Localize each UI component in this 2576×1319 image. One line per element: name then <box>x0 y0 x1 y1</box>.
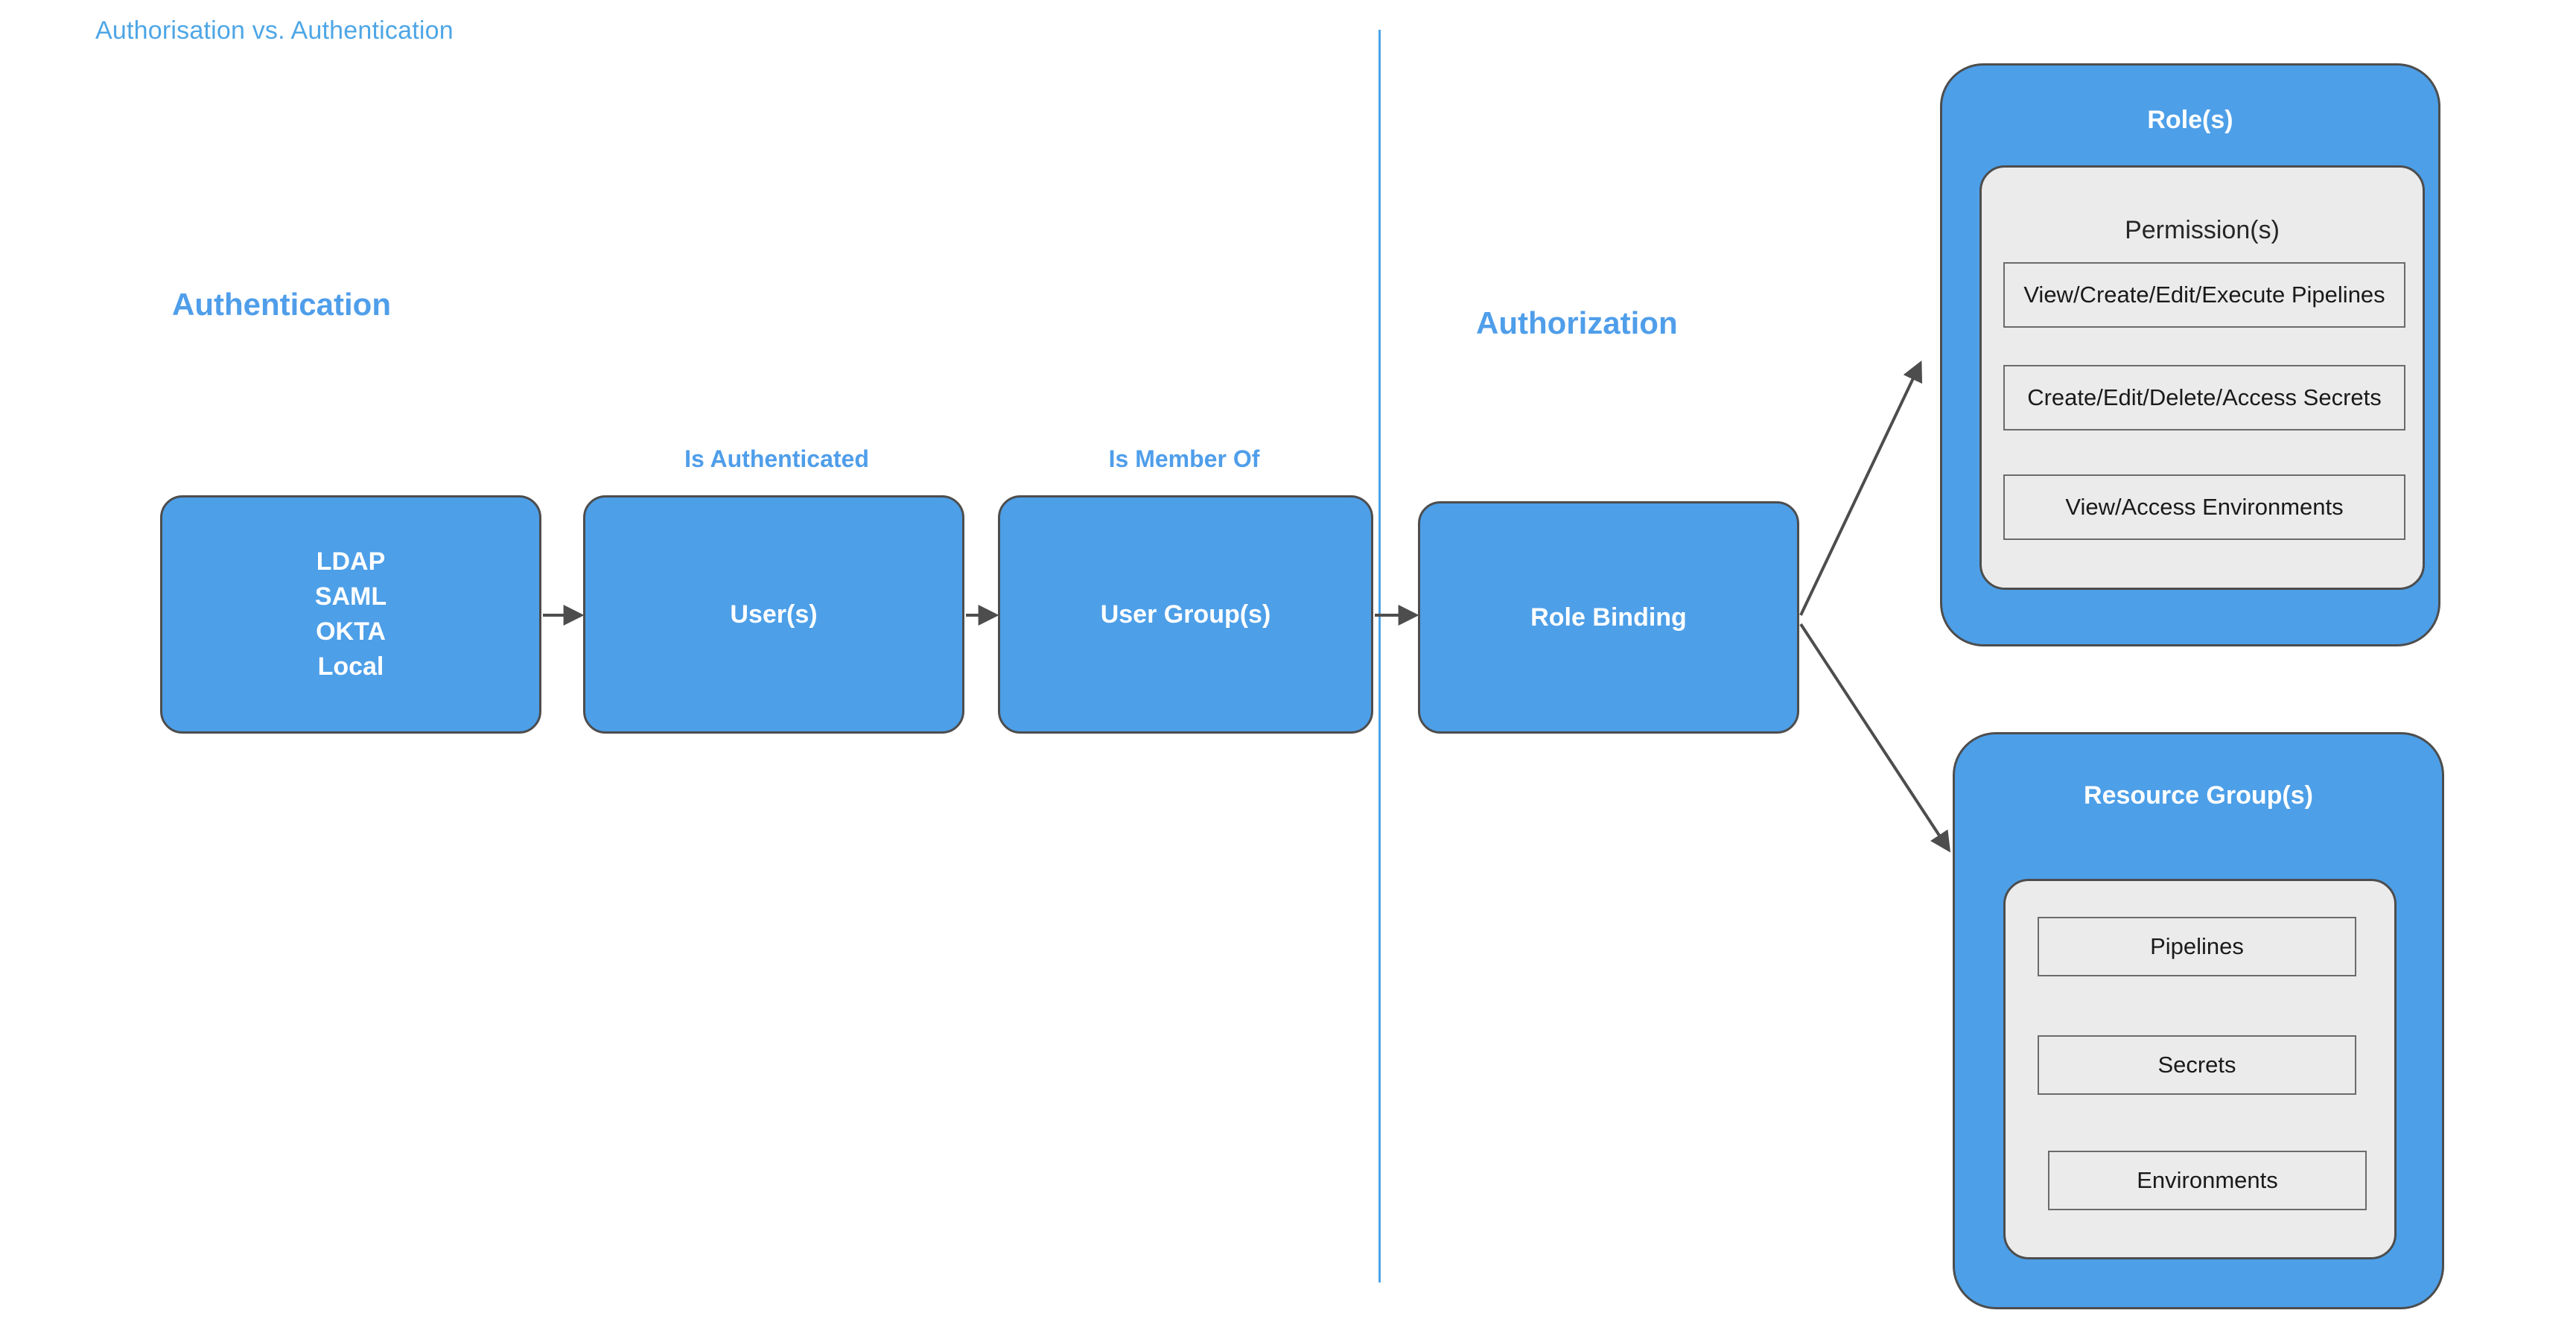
authentication-authorization-divider <box>1378 30 1381 1283</box>
card-roles-title: Role(s) <box>2147 106 2233 134</box>
node-user-groups[interactable]: User Group(s) <box>998 495 1373 734</box>
node-users[interactable]: User(s) <box>583 495 964 734</box>
edge-label-is-member-of: Is Member Of <box>1108 445 1260 472</box>
permission-item[interactable]: View/Access Environments <box>2003 474 2405 540</box>
edge-label-is-authenticated: Is Authenticated <box>684 445 869 472</box>
page-title: Authorisation vs. Authentication <box>95 16 454 45</box>
identity-provider-okta: OKTA <box>316 617 386 646</box>
resource-item[interactable]: Environments <box>2048 1151 2367 1210</box>
node-identity-providers[interactable]: LDAP SAML OKTA Local <box>160 495 541 734</box>
identity-provider-local: Local <box>317 652 384 681</box>
identity-provider-ldap: LDAP <box>316 547 386 576</box>
section-heading-authentication: Authentication <box>172 287 391 322</box>
identity-provider-list: LDAP SAML OKTA Local <box>315 544 387 684</box>
section-heading-authorization: Authorization <box>1476 305 1678 340</box>
identity-provider-saml: SAML <box>314 582 387 611</box>
permission-item[interactable]: Create/Edit/Delete/Access Secrets <box>2003 365 2405 430</box>
permission-item[interactable]: View/Create/Edit/Execute Pipelines <box>2003 262 2405 328</box>
resource-item[interactable]: Pipelines <box>2038 917 2356 976</box>
resource-item[interactable]: Secrets <box>2038 1035 2356 1095</box>
card-resource-groups-title: Resource Group(s) <box>2084 781 2313 810</box>
node-role-binding[interactable]: Role Binding <box>1418 501 1799 734</box>
panel-permissions-title: Permission(s) <box>2125 216 2280 244</box>
